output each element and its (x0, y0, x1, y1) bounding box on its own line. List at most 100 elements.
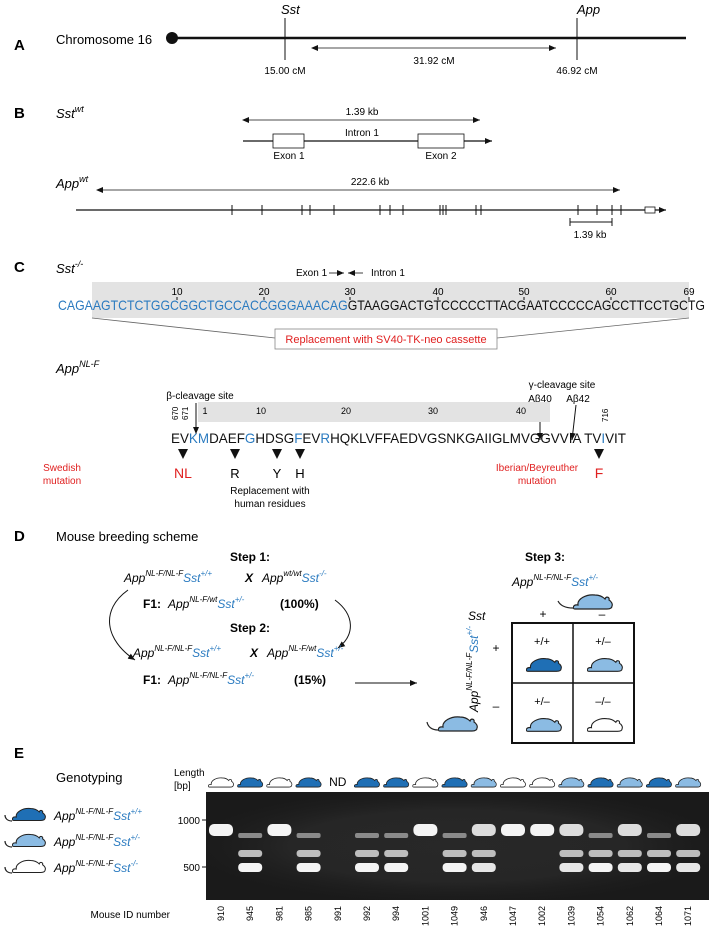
gel-band-wt (501, 824, 525, 836)
gel-band-ko-lower (676, 863, 701, 872)
marker-500-label: 500 (183, 863, 200, 874)
lane-mouse-icon (412, 777, 439, 788)
step1-right-curve (334, 599, 351, 649)
step1-parent-a: AppNL-F/NL-FSst+/+ (123, 569, 212, 585)
gel-band-faint (355, 833, 379, 838)
sequence-highlight (92, 282, 689, 318)
col-minus: – (599, 607, 606, 621)
bp-label: [bp] (174, 781, 191, 792)
gel-band-faint (588, 833, 613, 838)
peptide-segment: F (294, 430, 302, 446)
ab40-label: Aβ40 (528, 394, 552, 405)
lane-mouse-id: 1001 (420, 906, 430, 926)
app-position: 46.92 cM (556, 66, 597, 77)
length-label: Length (174, 768, 205, 779)
legend-mouse-tail (4, 814, 13, 822)
top-parent-mouse-icon (573, 594, 613, 610)
residue-671: 671 (181, 406, 190, 420)
gel-glow (206, 792, 709, 900)
sequence-tick-label: 50 (518, 287, 530, 298)
gel-band-ko-lower (355, 863, 379, 872)
panel-d-letter: D (14, 528, 25, 545)
step1-f1-genotype: AppNL-F/wtSst+/- (167, 595, 245, 611)
gel-band-ko-upper (588, 850, 613, 857)
peptide-tick-label: 30 (428, 406, 438, 416)
swedish-label-line1: Swedish (43, 463, 81, 474)
human-residue-h: H (295, 466, 304, 481)
gel-band-faint (384, 833, 409, 838)
gel-band-ko-lower (384, 863, 409, 872)
residue-670: 670 (171, 406, 180, 420)
swedish-triangle (178, 449, 188, 459)
gel-band-faint (442, 833, 467, 838)
peptide-segment: DAEF (209, 430, 245, 446)
gel-band-ko-lower (617, 863, 642, 872)
beta-cleavage-label: β-cleavage site (166, 391, 234, 402)
step2-parent-a: AppNL-F/NL-FSst+/+ (132, 644, 221, 660)
lane-mouse-icon (675, 777, 702, 788)
cell-pm-top-label: +/– (595, 636, 611, 648)
genotype-legend: AppNL-F/NL-FSst+/+AppNL-F/NL-FSst+/-AppN… (4, 807, 142, 875)
panel-e-letter: E (14, 745, 24, 762)
exon-1-junction-label: Exon 1 (296, 268, 328, 279)
sequence-tick-label: 10 (171, 287, 183, 298)
col-plus: + (539, 607, 546, 621)
lane-mouse-id: 985 (304, 906, 314, 921)
panel-a-letter: A (14, 37, 25, 54)
step2-f1-label: F1: (143, 673, 161, 687)
step-1-label: Step 1: (230, 550, 270, 564)
side-parent-label: AppNL-F/NL-FSst+/- (465, 626, 481, 713)
lane-mouse-id: 1039 (566, 906, 576, 926)
sst-wt-gene: Sstwt (56, 104, 84, 121)
gel-band-ko-lower (296, 863, 321, 872)
step3-top-parent: AppNL-F/NL-FSst+/- (511, 573, 598, 589)
app-nlf-gene: AppNL-F (55, 359, 100, 376)
intron-sequence: GTAAGGACTGTCCCCCTTACGAATCCCCCAGCCTTCCTGC… (348, 297, 705, 313)
r-to-h-triangle (295, 449, 305, 459)
lane-mouse-icon (529, 777, 556, 788)
swedish-substitution: NL (174, 465, 192, 481)
step2-f1-percent: (15%) (294, 673, 326, 687)
gel-band-wt (209, 824, 233, 836)
peptide-tick-label: 10 (256, 406, 266, 416)
panel-d: D Mouse breeding scheme Step 1: Step 3: … (14, 528, 635, 744)
gel-band-faint (647, 833, 671, 838)
lane-mouse-icon (295, 777, 322, 788)
lane-mouse-id: 910 (216, 906, 226, 921)
panel-a: A Chromosome 16 Sst App 15.00 cM 46.92 c… (14, 2, 686, 77)
peptide-segment: R (320, 430, 330, 446)
iberian-label-line1: Iberian/Beyreuther (496, 463, 579, 474)
human-label-line2: human residues (234, 499, 305, 510)
side-parent-genotype: AppNL-F/NL-FSst+/- (465, 626, 481, 713)
sst-position: 15.00 cM (264, 66, 305, 77)
lane-mouse-id: 1047 (508, 906, 518, 926)
gel-band-ko-lower (647, 863, 671, 872)
peptide-segment: I (601, 430, 605, 446)
peptide-segment: VIT (605, 430, 626, 446)
side-parent-mouse-icon (438, 716, 478, 732)
mutation-triangles (178, 449, 604, 459)
gel-band-faint (238, 833, 263, 838)
gel-band-ko-upper (647, 850, 671, 857)
lane-nd-label: ND (329, 775, 347, 789)
lane-mouse-id: 1002 (537, 906, 547, 926)
peptide-segment: EV (171, 430, 190, 446)
abeta-highlight (198, 402, 550, 422)
peptide-segment: IA (569, 430, 582, 446)
lane-mouse-icon (470, 777, 497, 788)
peptide-tick-label: 1 (202, 406, 207, 416)
sequence-tick-label: 60 (605, 287, 617, 298)
legend-mouse-icon (12, 859, 46, 873)
lane-mouse-icon (354, 777, 380, 788)
lane-mouse-icon (266, 777, 293, 788)
sst-ko-gene: Sst-/- (56, 259, 83, 276)
exon-sequence: CAGAAGTCTCTGGCGGCTGCCACCGGGAAACAG (58, 297, 348, 313)
peptide-tick-label: 40 (516, 406, 526, 416)
lane-mouse-icon (616, 777, 643, 788)
gel-band-ko-upper (296, 850, 321, 857)
app-peptide-sequence: EVKMDAEFGHDSGFEVRHQKLVFFAEDVGSNKGAIIGLMV… (171, 430, 626, 446)
iberian-triangle (594, 449, 604, 459)
ab42-label: Aβ42 (566, 394, 590, 405)
step1-f1-label: F1: (143, 597, 161, 611)
